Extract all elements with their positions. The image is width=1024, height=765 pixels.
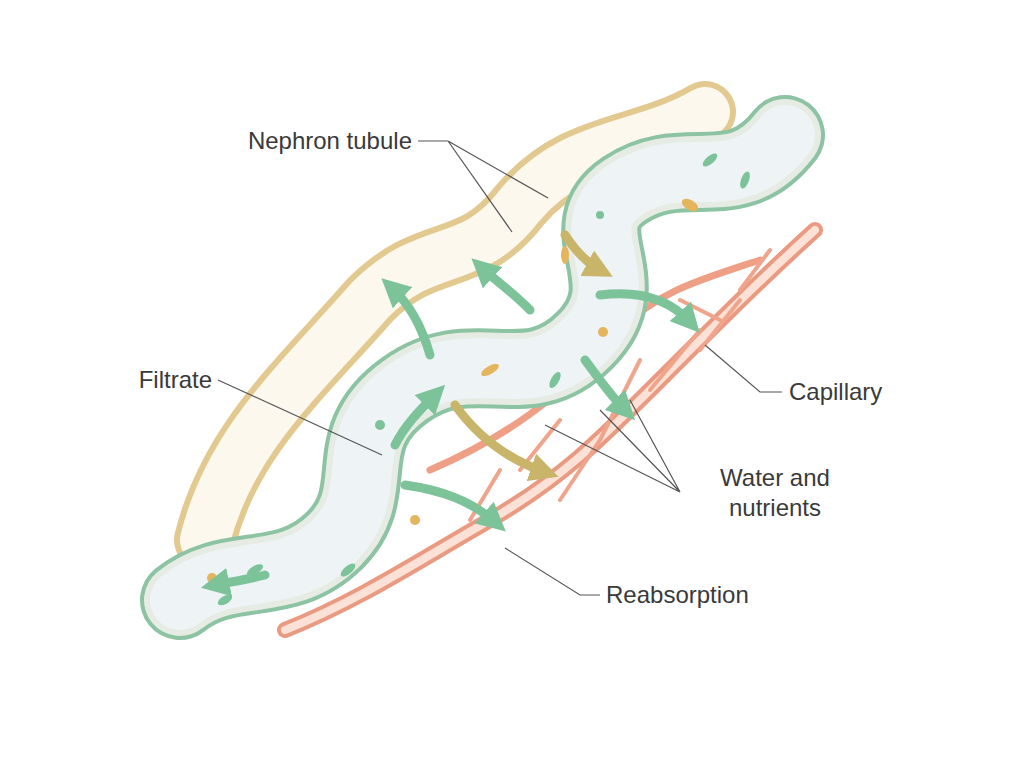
flow-arrow <box>392 288 430 355</box>
particle <box>701 151 720 169</box>
leader-line <box>418 141 548 232</box>
leader-line <box>545 400 680 492</box>
particle <box>547 370 563 390</box>
flow-arrow <box>482 268 530 310</box>
flow-arrow <box>600 294 690 322</box>
tubule-wall <box>180 135 785 600</box>
particle <box>479 362 500 379</box>
part-label: Reabsorption <box>606 580 749 610</box>
flow-arrow <box>585 360 625 410</box>
tubule-lumen <box>180 135 785 600</box>
particle <box>410 515 420 525</box>
filtrate-particles <box>207 151 752 607</box>
particle <box>598 327 608 337</box>
particle <box>596 211 604 219</box>
part-label: Filtrate <box>139 365 212 395</box>
part-label: Nephron tubule <box>248 126 412 156</box>
leader-line <box>218 380 382 455</box>
part-label: Capillary <box>789 377 882 407</box>
flow-arrow <box>405 485 495 522</box>
particle <box>375 420 385 430</box>
leader-lines <box>218 141 782 595</box>
particle <box>339 561 358 579</box>
leader-line <box>505 548 600 595</box>
part-label: Water and nutrients <box>685 463 865 523</box>
leader-line <box>705 345 782 392</box>
particle <box>738 170 752 190</box>
reabsorption-arrows <box>215 235 690 585</box>
flow-arrow <box>215 575 265 585</box>
particle <box>216 593 234 608</box>
nephron-tubule <box>180 135 785 600</box>
flow-arrow <box>455 405 545 472</box>
particle <box>680 196 701 214</box>
tubule-wall-inner <box>180 135 785 600</box>
particle <box>561 246 569 264</box>
flow-arrow <box>565 235 600 270</box>
flow-arrow <box>395 395 435 445</box>
